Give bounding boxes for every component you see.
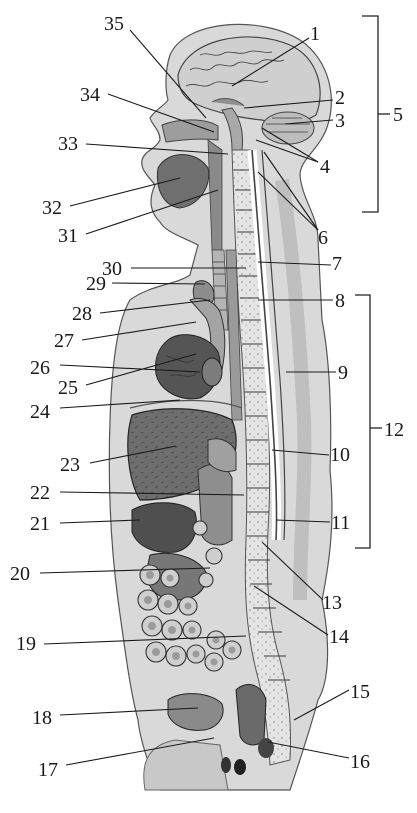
label-15: 15 — [350, 681, 370, 703]
label-27: 27 — [54, 330, 74, 352]
label-32: 32 — [42, 197, 62, 219]
label-19: 19 — [16, 633, 36, 655]
label-30: 30 — [102, 258, 122, 280]
label-26: 26 — [30, 357, 50, 379]
label-7: 7 — [332, 253, 342, 275]
label-23: 23 — [60, 454, 80, 476]
label-11: 11 — [331, 512, 350, 534]
label-13: 13 — [322, 592, 342, 614]
bracket-5 — [362, 16, 390, 212]
label-18: 18 — [32, 707, 52, 729]
label-6: 6 — [318, 227, 328, 249]
label-31: 31 — [58, 225, 78, 247]
bladder — [168, 694, 223, 731]
label-9: 9 — [338, 362, 348, 384]
label-4: 4 — [320, 156, 330, 178]
label-22: 22 — [30, 482, 50, 504]
label-5: 5 — [393, 104, 403, 126]
label-12: 12 — [384, 419, 404, 441]
label-24: 24 — [30, 401, 50, 423]
label-25: 25 — [58, 377, 78, 399]
label-2: 2 — [335, 87, 345, 109]
cerebellum — [262, 112, 314, 144]
label-20: 20 — [10, 563, 30, 585]
label-10: 10 — [330, 444, 350, 466]
rectum — [236, 685, 266, 745]
label-21: 21 — [30, 513, 50, 535]
bracket-12 — [355, 295, 382, 548]
label-3: 3 — [335, 110, 345, 132]
label-35: 35 — [104, 13, 124, 35]
label-34: 34 — [80, 84, 100, 106]
label-8: 8 — [335, 290, 345, 312]
label-17: 17 — [38, 759, 58, 781]
label-33: 33 — [58, 133, 78, 155]
label-1: 1 — [310, 23, 320, 45]
label-14: 14 — [329, 626, 349, 648]
label-28: 28 — [72, 303, 92, 325]
label-16: 16 — [350, 751, 370, 773]
